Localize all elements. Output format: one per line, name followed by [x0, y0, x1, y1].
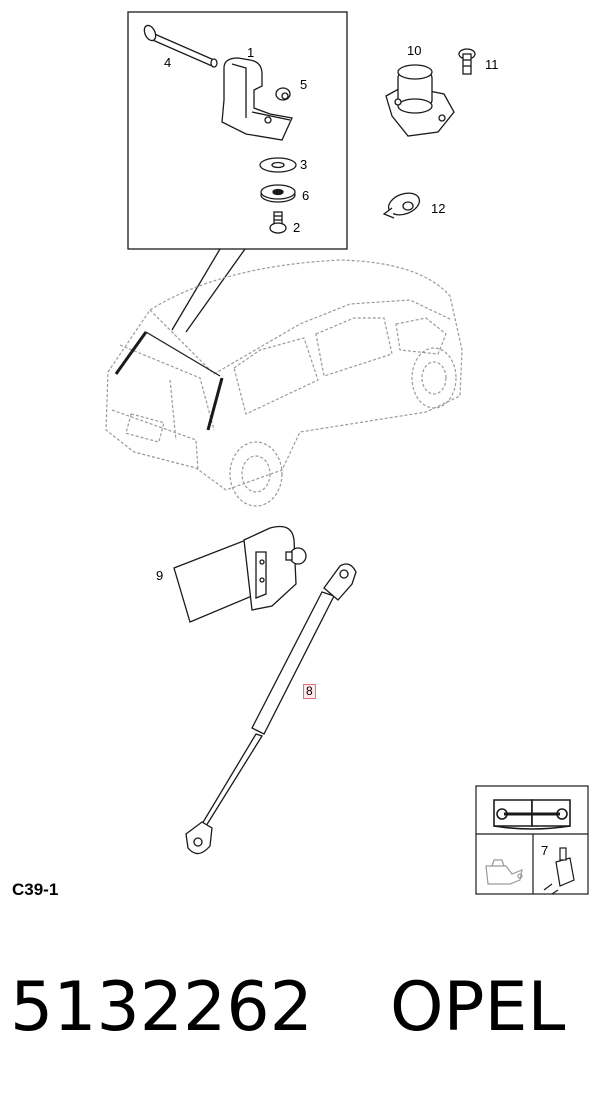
part-caption: 5132262 OPEL — [10, 958, 590, 1058]
parts-diagram — [105, 11, 589, 895]
hinge-bracket-part — [221, 57, 293, 141]
callout-4: 4 — [164, 55, 172, 70]
clip-part — [275, 87, 291, 101]
thick-washer-part — [260, 184, 296, 203]
car-tailgate-struts — [114, 331, 224, 431]
callout-12: 12 — [431, 201, 446, 216]
buffer-part — [385, 64, 455, 137]
part-number: 5132262 — [10, 968, 313, 1047]
callout-5: 5 — [300, 77, 308, 92]
detail-inset — [127, 11, 348, 333]
callout-11: 11 — [485, 57, 499, 72]
callout-6: 6 — [302, 188, 310, 203]
callout-9: 9 — [156, 568, 164, 583]
pin-bolt-part — [143, 24, 218, 68]
callout-8: 8 — [303, 684, 316, 699]
callout-3: 3 — [300, 157, 308, 172]
screw-part — [269, 211, 287, 234]
gas-strut-part — [185, 563, 357, 855]
callout-10: 10 — [407, 43, 422, 58]
manual-wrench-icon — [493, 799, 571, 830]
tailgate-bracket-part — [173, 525, 307, 623]
car-outline — [105, 259, 463, 507]
callout-2: 2 — [293, 220, 301, 235]
oil-can-icon — [485, 859, 523, 885]
small-bolt-part — [458, 48, 476, 75]
callout-7: 7 — [541, 843, 549, 858]
rivet-clip-part — [382, 192, 421, 219]
car-window-frame — [145, 331, 221, 377]
callout-1: 1 — [247, 45, 255, 60]
washer-part — [259, 157, 297, 173]
brand-name: OPEL — [390, 968, 566, 1047]
applicator-tool-icon — [543, 847, 575, 895]
figure-code: C39-1 — [12, 880, 59, 899]
